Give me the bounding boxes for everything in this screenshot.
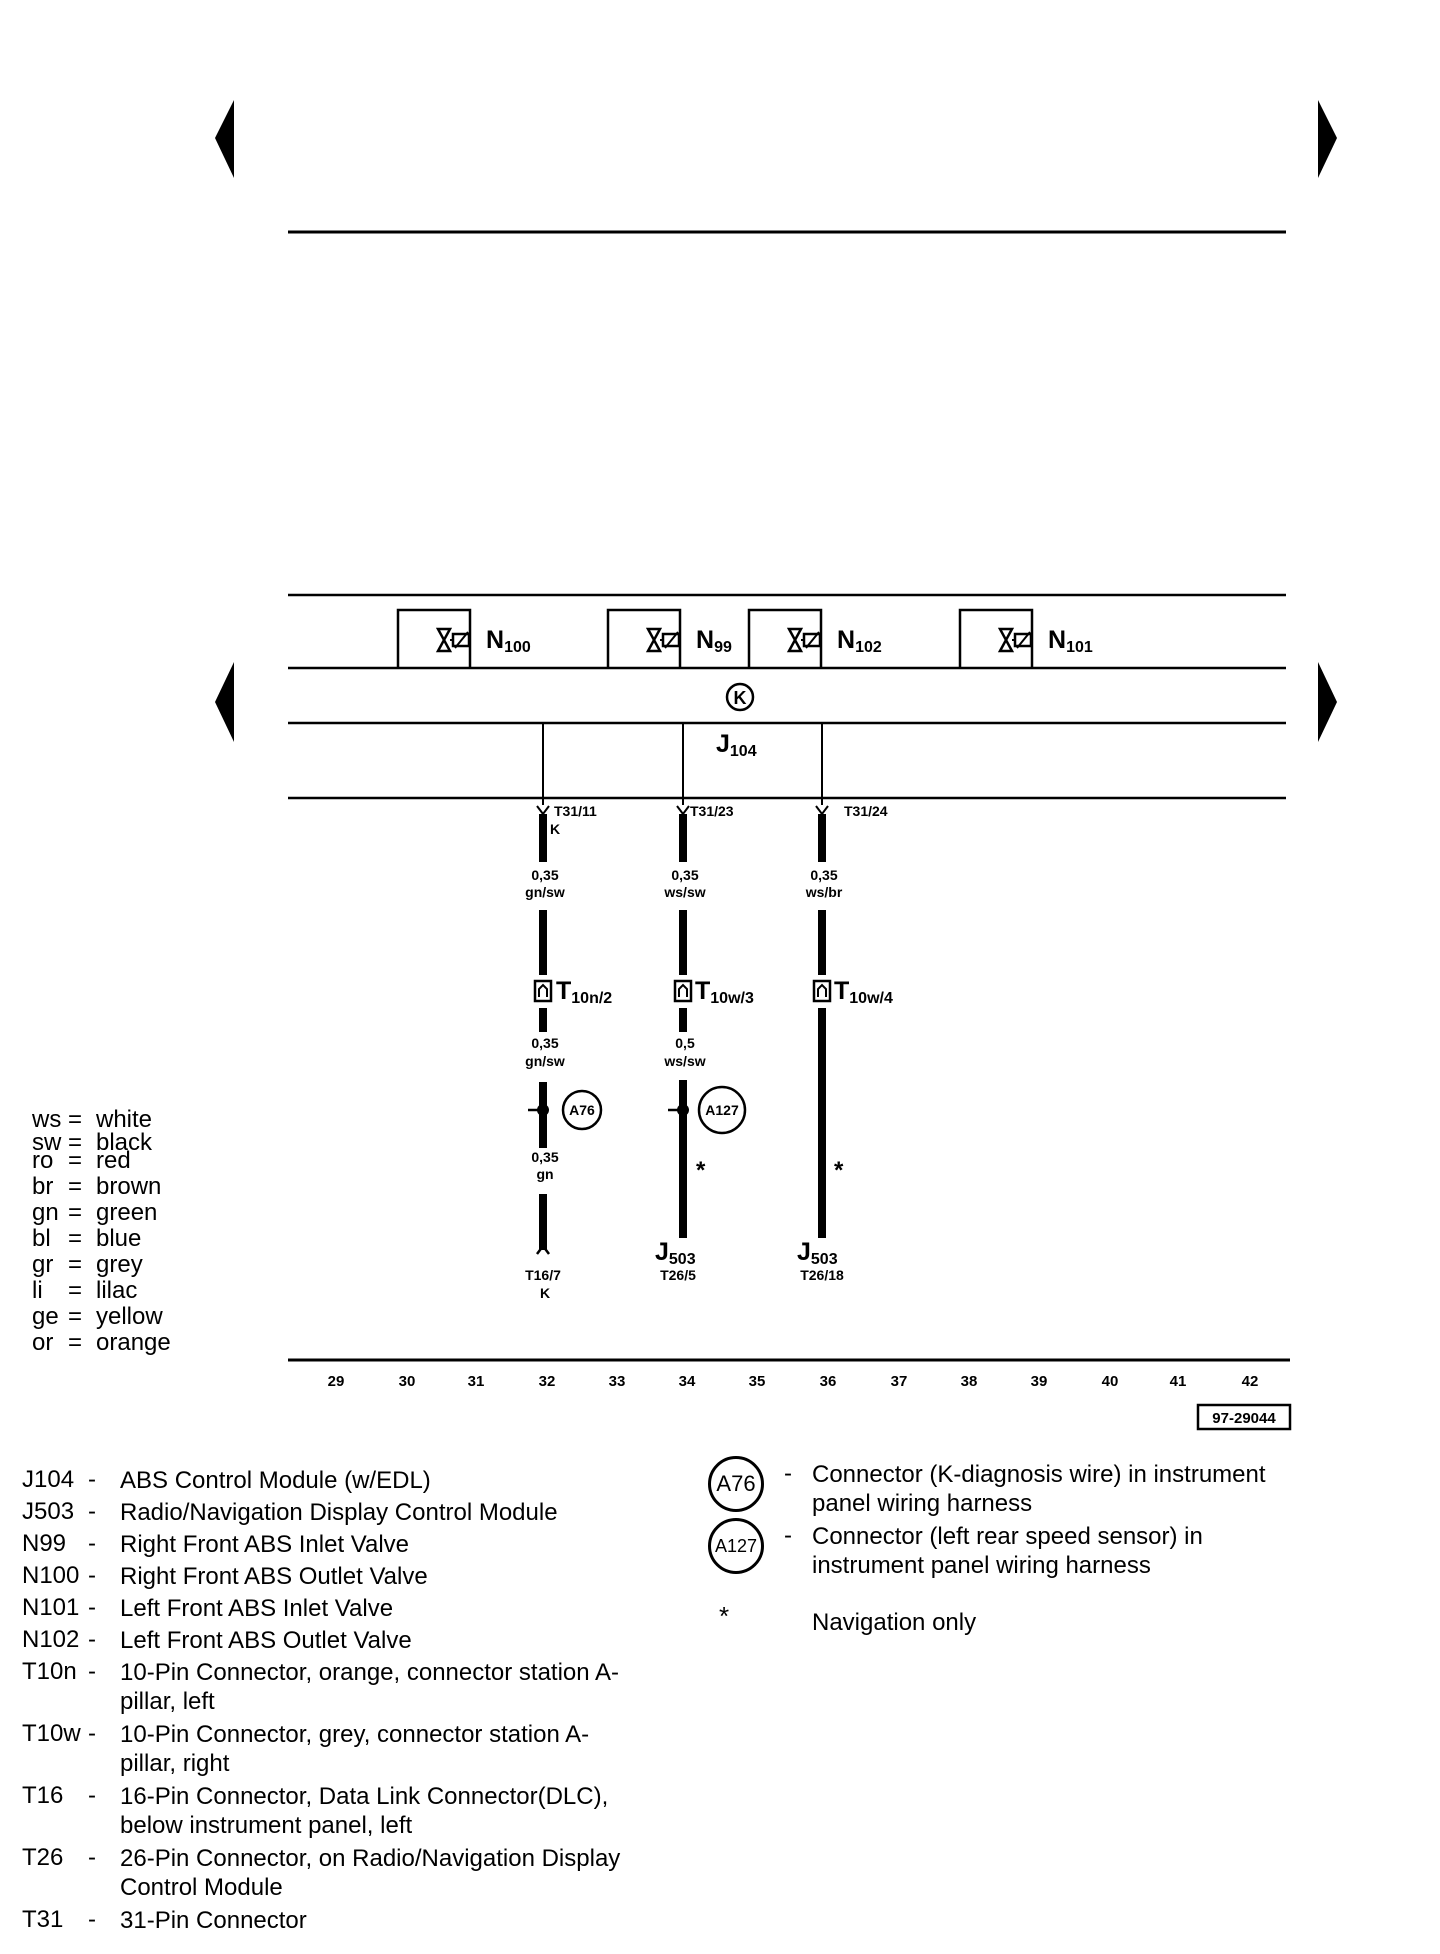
wire-2-end-pin: T26/5 xyxy=(660,1267,696,1283)
svg-text:K: K xyxy=(734,688,747,708)
svg-text:97-29044: 97-29044 xyxy=(1212,1410,1276,1427)
wire-1-connector: T10n/2 xyxy=(556,977,612,1007)
valve-icon xyxy=(645,627,681,653)
a127-symbol-icon: A127 xyxy=(708,1518,764,1574)
track-number: 32 xyxy=(539,1373,556,1390)
wiring-diagram: N100 N99 N102 N101 K xyxy=(215,100,1337,1431)
wire-2-pin: T31/23 xyxy=(690,803,734,819)
splice-point xyxy=(528,1104,549,1116)
connector-icon xyxy=(533,979,553,1003)
legend-row: ge=yellow xyxy=(32,1303,163,1330)
legend-row: gr=grey xyxy=(32,1251,143,1278)
wire-1-gauge-2: 0,35 xyxy=(531,1035,558,1051)
valve-n101-label: N101 xyxy=(1048,626,1093,656)
track-number: 30 xyxy=(399,1373,416,1390)
wire-1-color-3: gn xyxy=(536,1166,553,1182)
page-forward-arrow-lower[interactable] xyxy=(1318,662,1337,742)
legend-row: ws=white xyxy=(32,1106,153,1133)
valve-icon xyxy=(997,627,1033,653)
legend-row: bl=blue xyxy=(32,1225,142,1252)
track-number: 36 xyxy=(820,1373,837,1390)
track-number: 38 xyxy=(961,1373,978,1390)
wire-2-gauge-2: 0,5 xyxy=(675,1035,695,1051)
connector-icon xyxy=(673,979,693,1003)
wire-3: T31/24 0,35 ws/br T10w/4 * J503 T26/18 xyxy=(797,723,893,1283)
wire-2: A127 T31/23 0,35 ws/sw T10w/3 0,5 ws/sw … xyxy=(655,723,754,1283)
legend-row: or=orange xyxy=(32,1329,171,1356)
wire-1-color: gn/sw xyxy=(525,884,565,900)
valve-icon xyxy=(786,627,822,653)
svg-text:A76: A76 xyxy=(569,1102,595,1118)
track-number: 31 xyxy=(468,1373,485,1390)
valve-n100: N100 xyxy=(396,608,531,668)
wire-2-star: * xyxy=(696,1157,706,1184)
valve-icon xyxy=(435,627,471,653)
asterisk-symbol: * xyxy=(718,1600,730,1631)
wire-2-connector: T10w/3 xyxy=(695,977,754,1007)
track-number: 39 xyxy=(1031,1373,1048,1390)
symbol-key: A76 - Connector (K-diagnosis wire) in in… xyxy=(708,1456,1408,1676)
valve-n102: N102 xyxy=(747,608,882,668)
page-back-arrow[interactable] xyxy=(215,100,234,178)
component-key: J104-ABS Control Module (w/EDL) J503-Rad… xyxy=(22,1466,621,1934)
track-number: 34 xyxy=(679,1373,696,1390)
wire-color-legend: ws=white sw=black ro=red br=brown gn=gre… xyxy=(32,1107,171,1356)
legend-row: ro=red xyxy=(32,1147,131,1174)
wire-3-color: ws/br xyxy=(805,884,843,900)
wire-1-end-extra: K xyxy=(540,1285,550,1301)
track-number: 29 xyxy=(328,1373,345,1390)
wire-1-color-2: gn/sw xyxy=(525,1053,565,1069)
track-number: 42 xyxy=(1242,1373,1259,1390)
k-diagnosis-symbol: K xyxy=(725,682,755,712)
wire-2-end: J503 xyxy=(655,1238,696,1268)
track-number: 37 xyxy=(891,1373,908,1390)
svg-text:A127: A127 xyxy=(705,1102,739,1118)
a76-symbol-icon: A76 xyxy=(708,1456,764,1512)
module-j104-label: J104 xyxy=(716,730,757,760)
legend-row: li=lilac xyxy=(32,1277,138,1304)
valve-n102-label: N102 xyxy=(837,626,882,656)
wire-2-gauge: 0,35 xyxy=(671,867,698,883)
reference-number: 97-29044 xyxy=(1196,1403,1292,1431)
wire-3-gauge: 0,35 xyxy=(810,867,837,883)
splice-point xyxy=(668,1104,689,1116)
wire-1-end-pin: T16/7 xyxy=(525,1267,561,1283)
valve-n100-label: N100 xyxy=(486,626,531,656)
wire-2-color-2: ws/sw xyxy=(663,1053,705,1069)
wire-3-connector: T10w/4 xyxy=(834,977,893,1007)
track-number: 40 xyxy=(1102,1373,1119,1390)
track-number: 33 xyxy=(609,1373,626,1390)
legend-row: br=brown xyxy=(32,1173,162,1200)
splice-a76-symbol: A76 xyxy=(561,1089,603,1131)
wire-1: A76 T31/11 K 0,35 gn/sw T10n/2 0,35 gn/s… xyxy=(525,723,612,1301)
valve-n99-label: N99 xyxy=(696,626,732,656)
wire-3-pin: T31/24 xyxy=(844,803,888,819)
wire-1-gauge: 0,35 xyxy=(531,867,558,883)
current-track-numbers: 29 30 31 32 33 34 35 36 37 38 39 40 41 4… xyxy=(328,1373,1259,1390)
wire-3-star: * xyxy=(834,1157,844,1184)
page-back-arrow-lower[interactable] xyxy=(215,662,234,742)
wire-1-pin-extra: K xyxy=(550,821,560,837)
connector-icon xyxy=(812,979,832,1003)
track-number: 35 xyxy=(749,1373,766,1390)
page-forward-arrow[interactable] xyxy=(1318,100,1337,178)
legend-row: gn=green xyxy=(32,1199,158,1226)
wire-1-gauge-3: 0,35 xyxy=(531,1149,558,1165)
legend-row: sw=black xyxy=(32,1129,153,1156)
wire-1-pin: T31/11 xyxy=(554,803,597,819)
valve-n99: N99 xyxy=(606,608,732,668)
valve-n101: N101 xyxy=(958,608,1093,668)
track-number: 41 xyxy=(1170,1373,1187,1390)
splice-a127-symbol: A127 xyxy=(697,1085,747,1135)
wire-2-color: ws/sw xyxy=(663,884,705,900)
wire-3-end-pin: T26/18 xyxy=(800,1267,844,1283)
wire-3-end: J503 xyxy=(797,1238,838,1268)
